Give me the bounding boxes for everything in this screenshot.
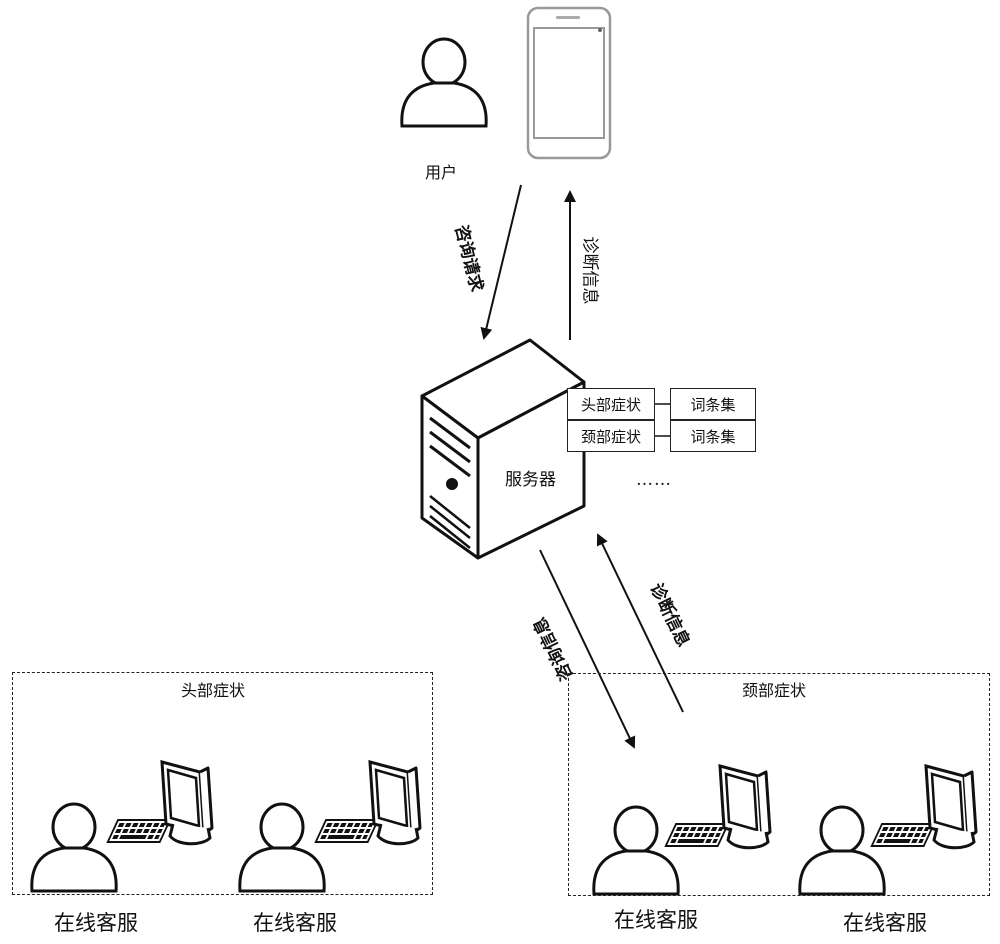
table-symptom-cell: 头部症状 [567,388,655,420]
mobile-phone-icon [526,6,612,160]
server-label: 服务器 [505,470,556,490]
head-symptom-group-title: 头部症状 [181,681,246,700]
table-set-cell: 词条集 [670,420,756,452]
table-symptom-cell: 颈部症状 [567,420,655,452]
neck-symptom-group-title: 颈部症状 [742,681,807,700]
agent-label: 在线客服 [253,911,337,935]
consult-info-arrow [539,549,636,749]
server-icon [420,338,586,560]
table-ellipsis: …… [636,470,672,490]
diagnosis-top-label: 诊断信息 [579,236,600,305]
agent-label: 在线客服 [54,911,138,935]
table-set-cell: 词条集 [670,388,756,420]
agent-label: 在线客服 [843,911,927,935]
user-label: 用户 [425,163,458,182]
user-person-icon [400,37,488,128]
agent-label: 在线客服 [614,908,698,932]
neck-symptom-group [568,673,990,896]
head-symptom-group [12,672,433,895]
consult-request-arrow [480,184,522,340]
diagnosis-return-arrow [596,533,684,713]
